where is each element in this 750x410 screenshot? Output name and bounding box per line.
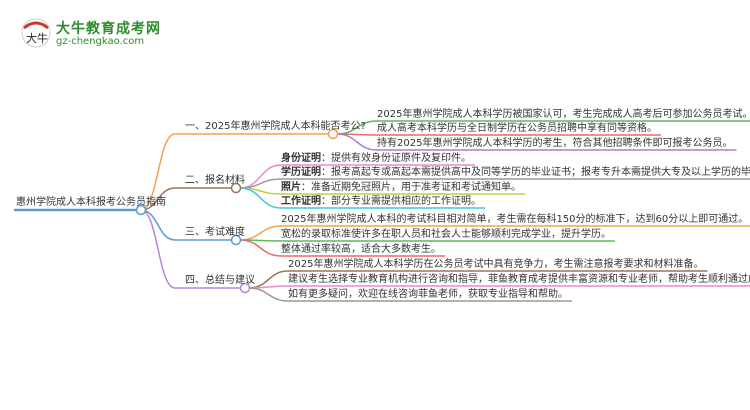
branch-line: [140, 209, 245, 289]
leaf-node: 照片：准备近期免冠照片，用于准考证和考试通知单。: [281, 182, 521, 194]
branch-toggle-circle[interactable]: [230, 234, 242, 246]
leaf-node: 学历证明：报考高起专或高起本需提供高中及同等学历的毕业证书；报考专升本需提供大专…: [281, 167, 750, 179]
leaf-line: [336, 133, 737, 151]
root-node-label: 惠州学院成人本科报考公务员指南: [16, 197, 166, 208]
leaf-text: 整体通过率较高，适合大多数考生。: [281, 244, 441, 255]
leaf-title: 身份证明: [281, 153, 321, 164]
leaf-text: ：部分专业需提供相应的工作证明。: [321, 196, 481, 207]
branch-label: 一、2025年惠州学院成人本科能否考公?: [185, 121, 366, 132]
branch-label: 二、报名材料: [185, 175, 245, 186]
branch-label: 四、总结与建议: [185, 275, 255, 286]
leaf-title: 学历证明: [281, 167, 321, 178]
root-toggle-circle[interactable]: [135, 204, 147, 216]
leaf-line: [239, 187, 485, 209]
branch-toggle-circle[interactable]: [327, 128, 339, 140]
leaf-text: 成人高考本科学历与全日制学历在公务员招聘中享有同等资格。: [377, 123, 657, 134]
leaf-line: [248, 285, 750, 289]
leaf-text: ：报考高起专或高起本需提供高中及同等学历的毕业证书；报考专升本需提供大专及以上学…: [321, 167, 750, 178]
logo: 大牛 大牛教育成考网 gz-chengkao.com: [20, 16, 180, 50]
leaf-text: ：提供有效身份证原件及复印件。: [321, 153, 471, 164]
leaf-node: 工作证明：部分专业需提供相应的工作证明。: [281, 196, 481, 208]
leaf-node: 身份证明：提供有效身份证原件及复印件。: [281, 153, 471, 165]
leaf-text: ：准备近期免冠照片，用于准考证和考试通知单。: [301, 182, 521, 193]
logo-url: gz-chengkao.com: [56, 36, 145, 47]
leaf-text: 2025年惠州学院成人本科学历被国家认可，考生完成成人高考后可参加公务员考试。: [377, 109, 750, 120]
leaf-node: 2025年惠州学院成人本科学历在公务员考试中具有竞争力，考生需注意报考要求和材料…: [288, 259, 703, 271]
leaf-title: 工作证明: [281, 196, 321, 207]
branch-toggle-circle[interactable]: [239, 282, 251, 294]
branch-line: [140, 133, 333, 211]
branch-toggle-circle[interactable]: [230, 182, 242, 194]
leaf-text: 宽松的录取标准使许多在职人员和社会人士能够顺利完成学业，提升学历。: [281, 229, 611, 240]
svg-text:大牛: 大牛: [26, 31, 48, 45]
branch-label: 三、考试难度: [185, 227, 245, 238]
leaf-text: 建议考生选择专业教育机构进行咨询和指导，菲鱼教育成考提供丰富资源和专业老师，帮助…: [288, 274, 750, 285]
leaf-title: 照片: [281, 182, 301, 193]
leaf-node: 如有更多疑问，欢迎在线咨询菲鱼老师，获取专业指导和帮助。: [288, 289, 568, 301]
leaf-text: 2025年惠州学院成人本科的考试科目相对简单，考生需在每科150分的标准下，达到…: [281, 214, 749, 225]
leaf-node: 成人高考本科学历与全日制学历在公务员招聘中享有同等资格。: [377, 123, 657, 135]
logo-title: 大牛教育成考网: [56, 21, 161, 37]
logo-mark-icon: 大牛: [21, 18, 51, 48]
leaf-node: 建议考生选择专业教育机构进行咨询和指导，菲鱼教育成考提供丰富资源和专业老师，帮助…: [288, 274, 750, 286]
leaf-line: [239, 239, 445, 257]
leaf-text: 如有更多疑问，欢迎在线咨询菲鱼老师，获取专业指导和帮助。: [288, 289, 568, 300]
leaf-node: 整体通过率较高，适合大多数考生。: [281, 244, 441, 256]
leaf-text: 持有2025年惠州学院成人本科学历的考生，符合其他招聘条件即可报考公务员。: [377, 138, 733, 149]
leaf-text: 2025年惠州学院成人本科学历在公务员考试中具有竞争力，考生需注意报考要求和材料…: [288, 259, 704, 270]
leaf-node: 宽松的录取标准使许多在职人员和社会人士能够顺利完成学业，提升学历。: [281, 229, 611, 241]
leaf-node: 持有2025年惠州学院成人本科学历的考生，符合其他招聘条件即可报考公务员。: [377, 138, 732, 150]
leaf-node: 2025年惠州学院成人本科学历被国家认可，考生完成成人高考后可参加公务员考试。: [377, 109, 750, 121]
leaf-line: [248, 287, 572, 302]
leaf-node: 2025年惠州学院成人本科的考试科目相对简单，考生需在每科150分的标准下，达到…: [281, 214, 748, 226]
